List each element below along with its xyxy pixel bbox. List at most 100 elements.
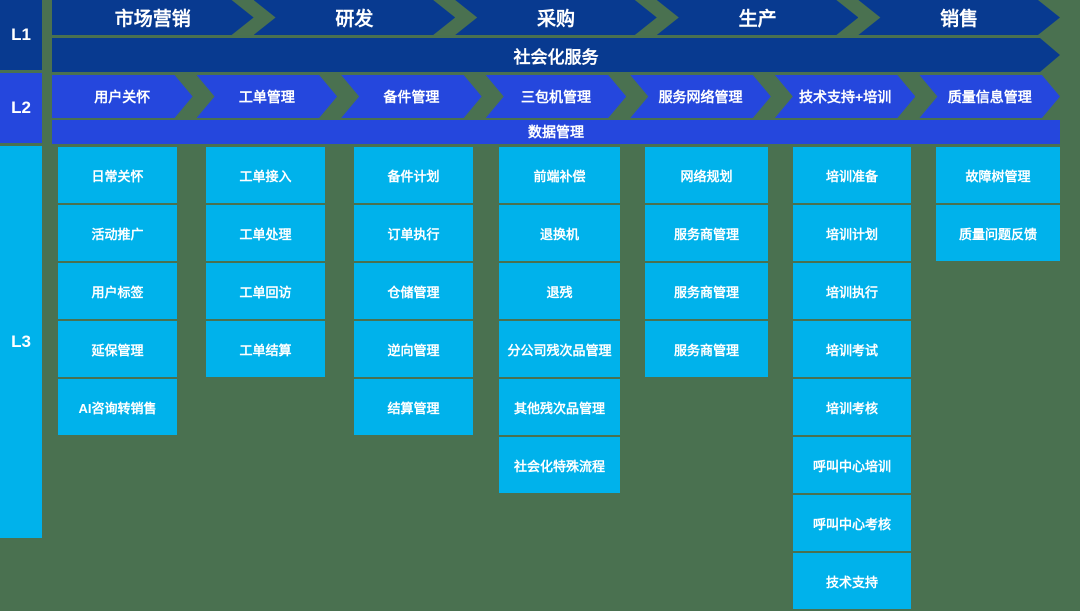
l2-domain-6[interactable]: 技术支持+培训 [775, 75, 916, 118]
l3-item[interactable]: 服务商管理 [645, 263, 768, 319]
l1-stage-label: 生产 [738, 9, 777, 30]
l3-item-label: 培训执行 [825, 284, 878, 300]
l3-item[interactable]: 用户标签 [58, 263, 177, 319]
l3-column-quality-info: 故障树管理质量问题反馈 [936, 147, 1060, 263]
l3-item-label: 退残 [546, 284, 573, 300]
l3-column-service-network: 网络规划服务商管理服务商管理服务商管理 [645, 147, 768, 379]
l3-item-label: 技术支持 [825, 574, 878, 590]
l1-stage-5[interactable]: 销售 [858, 0, 1060, 35]
l3-item[interactable]: 结算管理 [354, 379, 473, 435]
l3-item-label: 工单回访 [239, 284, 292, 300]
l3-item[interactable]: 备件计划 [354, 147, 473, 203]
l3-item-label: 结算管理 [387, 400, 440, 416]
l3-item-label: 呼叫中心考核 [812, 516, 891, 532]
l3-item[interactable]: 培训计划 [793, 205, 911, 261]
l3-item[interactable]: 活动推广 [58, 205, 177, 261]
l3-item[interactable]: 社会化特殊流程 [499, 437, 620, 493]
l3-item[interactable]: 呼叫中心培训 [793, 437, 911, 493]
l3-item-label: 备件计划 [387, 168, 440, 184]
l3-item-label: 订单执行 [387, 226, 440, 242]
l2-domain-label: 用户关怀 [94, 88, 151, 105]
l1-stage-label: 市场营销 [114, 9, 191, 30]
l3-item-label: 分公司残次品管理 [507, 342, 612, 358]
l1-stage-label: 采购 [536, 9, 575, 30]
l3-column-work-order: 工单接入工单处理工单回访工单结算 [206, 147, 325, 379]
l3-item-label: 故障树管理 [965, 168, 1031, 184]
l3-item-label: 延保管理 [91, 342, 144, 358]
l3-column-user-care: 日常关怀活动推广用户标签延保管理 AI咨询转销售 [58, 147, 177, 437]
l3-item[interactable]: 服务商管理 [645, 321, 768, 377]
l2-domain-4[interactable]: 三包机管理 [486, 75, 627, 118]
l3-item[interactable]: 仓储管理 [354, 263, 473, 319]
l3-item[interactable]: 工单回访 [206, 263, 325, 319]
l3-item[interactable]: 退残 [499, 263, 620, 319]
l1-stage-3[interactable]: 采购 [455, 0, 657, 35]
l3-item[interactable]: 退换机 [499, 205, 620, 261]
l3-item-label: 服务商管理 [673, 226, 739, 242]
l2-domain-2[interactable]: 工单管理 [197, 75, 338, 118]
l2-domain-label: 备件管理 [383, 88, 440, 105]
l2-domain-3[interactable]: 备件管理 [341, 75, 482, 118]
l3-item-label: 服务商管理 [673, 284, 739, 300]
l3-item-label: 逆向管理 [387, 342, 440, 358]
l2-domain-label: 质量信息管理 [947, 88, 1032, 105]
l1-stage-2[interactable]: 研发 [254, 0, 456, 35]
l3-item[interactable]: 网络规划 [645, 147, 768, 203]
l3-item-label: 培训考试 [825, 342, 878, 358]
l3-item[interactable]: 其他残次品管理 [499, 379, 620, 435]
l3-item[interactable]: 订单执行 [354, 205, 473, 261]
l3-item-label: 日常关怀 [91, 168, 144, 184]
l3-item[interactable]: 分公司残次品管理 [499, 321, 620, 377]
l3-item-label: 社会化特殊流程 [513, 458, 605, 474]
l3-item-label: AI咨询转销售 [78, 400, 157, 416]
l3-item[interactable]: 培训准备 [793, 147, 911, 203]
l3-item-label: 活动推广 [91, 226, 144, 242]
l3-item[interactable]: 培训考核 [793, 379, 911, 435]
l3-item[interactable]: 日常关怀 [58, 147, 177, 203]
l3-item-label: 前端补偿 [533, 168, 586, 184]
l3-column-spare-parts: 备件计划订单执行仓储管理逆向管理结算管理 [354, 147, 473, 437]
l3-item-label: 培训计划 [825, 226, 878, 242]
l3-item[interactable]: 培训执行 [793, 263, 911, 319]
l3-item-label: 培训考核 [825, 400, 878, 416]
l3-item-label: 工单处理 [239, 226, 292, 242]
l3-item-label: 培训准备 [825, 168, 878, 184]
l3-item[interactable]: 工单处理 [206, 205, 325, 261]
l3-item[interactable]: 质量问题反馈 [936, 205, 1060, 261]
l3-item-label: 质量问题反馈 [958, 226, 1037, 242]
l2-data-bar: 数据管理 [52, 120, 1060, 144]
l2-domain-7[interactable]: 质量信息管理 [919, 75, 1060, 118]
l3-item[interactable]: 呼叫中心考核 [793, 495, 911, 551]
l3-item-label: 工单接入 [239, 168, 292, 184]
l3-item[interactable]: 服务商管理 [645, 205, 768, 261]
l3-item[interactable]: 技术支持 [793, 553, 911, 609]
level-label-l3: L3 [0, 146, 42, 538]
l2-domain-label: 服务网络管理 [658, 88, 743, 105]
l3-item-label: 用户标签 [91, 284, 144, 300]
l3-item[interactable]: 工单结算 [206, 321, 325, 377]
l2-domain-1[interactable]: 用户关怀 [52, 75, 193, 118]
l1-service-bar: 社会化服务 [52, 38, 1060, 72]
l2-domain-label: 三包机管理 [520, 88, 591, 105]
level-label-l1: L1 [0, 0, 42, 70]
l3-item[interactable]: 培训考试 [793, 321, 911, 377]
l1-stage-4[interactable]: 生产 [657, 0, 859, 35]
l1-stage-label: 销售 [940, 9, 979, 30]
l3-column-three-guarantees: 前端补偿退换机退残分公司残次品管理其他残次品管理社会化特殊流程 [499, 147, 620, 495]
l3-item-label: 网络规划 [680, 168, 733, 184]
l2-domain-label: 技术支持+培训 [799, 88, 892, 105]
l3-column-tech-support-training: 培训准备培训计划培训执行培训考试培训考核呼叫中心培训呼叫中心考核技术支持 [793, 147, 911, 611]
l3-item[interactable]: 故障树管理 [936, 147, 1060, 203]
l1-stage-1[interactable]: 市场营销 [52, 0, 254, 35]
l1-stage-label: 研发 [335, 9, 374, 30]
l3-item[interactable]: 工单接入 [206, 147, 325, 203]
l3-item-label: 其他残次品管理 [513, 400, 605, 416]
l2-domain-label: 工单管理 [238, 88, 295, 105]
l3-item[interactable]: 逆向管理 [354, 321, 473, 377]
l3-item[interactable]: 前端补偿 [499, 147, 620, 203]
l3-item-label: 呼叫中心培训 [812, 458, 891, 474]
level-label-l2: L2 [0, 73, 42, 143]
l3-item[interactable]: 延保管理 [58, 321, 177, 377]
l2-domain-5[interactable]: 服务网络管理 [630, 75, 771, 118]
l3-item[interactable]: AI咨询转销售 [58, 379, 177, 435]
